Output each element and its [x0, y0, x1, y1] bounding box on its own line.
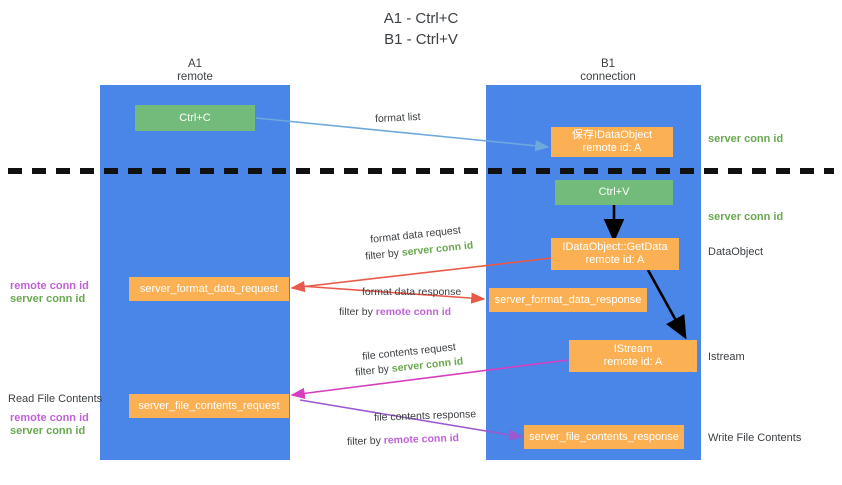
filter-prefix: filter by — [364, 246, 403, 263]
box-ctrl-v-label: Ctrl+V — [598, 186, 630, 198]
edge-label-file-contents-response-filter: filter by remote conn id — [347, 431, 459, 449]
phase-divider — [8, 168, 834, 174]
edge-label-format-data-response-filter: filter by remote conn id — [339, 305, 451, 319]
column-header-a1-sub: remote — [177, 71, 213, 83]
box-istream-line2: remote id: A — [603, 356, 663, 368]
label-istream: Istream — [708, 351, 745, 363]
box-idataobject-getdata-line2: remote id: A — [585, 254, 645, 266]
box-server-file-contents-request-label: server_file_contents_request — [138, 399, 280, 412]
label-remote-conn-id-2: remote conn id — [10, 412, 89, 424]
box-ctrl-c-label: Ctrl+C — [179, 111, 211, 124]
box-istream-line1: IStream — [613, 343, 653, 355]
filter-value-remote-conn-id: remote conn id — [375, 306, 452, 318]
column-header-b1-name: B1 — [600, 58, 616, 70]
column-header-b1-sub: connection — [580, 71, 636, 83]
filter-prefix: filter by — [354, 362, 393, 379]
box-server-file-contents-response[interactable]: server_file_contents_response — [524, 425, 684, 449]
diagram-title: A1 - Ctrl+C B1 - Ctrl+V — [0, 8, 842, 50]
label-read-file-contents: Read File Contents — [8, 393, 103, 405]
label-server-conn-id-top: server conn id — [708, 133, 784, 145]
column-header-a1-name: A1 — [187, 58, 203, 70]
filter-prefix: filter by — [346, 434, 384, 448]
box-server-format-data-request-label: server_format_data_request — [139, 282, 279, 295]
label-remote-conn-id-1: remote conn id — [10, 280, 89, 292]
label-dataobject: DataObject — [708, 246, 764, 258]
title-line-2: B1 - Ctrl+V — [384, 31, 458, 48]
box-server-format-data-response[interactable]: server_format_data_response — [489, 288, 647, 312]
box-save-idataobject-line1: 保存IDataObject — [571, 129, 653, 141]
edge-label-file-contents-response: file contents response — [373, 408, 477, 424]
box-ctrl-v[interactable]: Ctrl+V — [555, 180, 673, 205]
box-idataobject-getdata-line1: IDataObject::GetData — [562, 241, 668, 253]
box-ctrl-c[interactable]: Ctrl+C — [135, 105, 255, 131]
title-line-1: A1 - Ctrl+C — [383, 10, 459, 27]
box-server-format-data-request[interactable]: server_format_data_request — [129, 277, 289, 301]
box-idataobject-getdata[interactable]: IDataObject::GetData remote id: A — [551, 238, 679, 270]
label-server-conn-id-2: server conn id — [10, 425, 86, 437]
column-header-b1: B1 connection — [553, 58, 663, 84]
box-server-format-data-response-label: server_format_data_response — [494, 293, 642, 306]
box-save-idataobject-line2: remote id: A — [582, 142, 642, 154]
column-header-a1: A1 remote — [140, 58, 250, 84]
label-server-conn-id-1: server conn id — [10, 293, 86, 305]
filter-prefix: filter by — [339, 306, 376, 318]
label-server-conn-id-mid: server conn id — [708, 211, 784, 223]
box-save-idataobject[interactable]: 保存IDataObject remote id: A — [551, 127, 673, 157]
label-write-file-contents: Write File Contents — [708, 432, 802, 444]
edge-label-format-data-response: format data response — [362, 286, 462, 298]
edge-label-format-list: format list — [374, 110, 421, 126]
box-istream[interactable]: IStream remote id: A — [569, 340, 697, 372]
box-server-file-contents-response-label: server_file_contents_response — [529, 430, 679, 443]
filter-value-remote-conn-id: remote conn id — [383, 432, 460, 447]
box-server-file-contents-request[interactable]: server_file_contents_request — [129, 394, 289, 418]
